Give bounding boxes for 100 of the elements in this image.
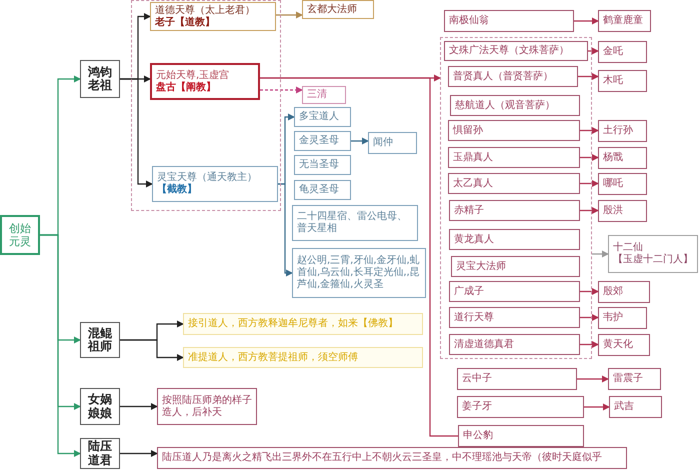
node-label: 接引道人，西方教释迦牟尼尊者，如来【佛教】 <box>188 318 398 330</box>
name-box <box>302 86 346 104</box>
node-label: 老子【道教】 <box>155 16 215 28</box>
node-label: 元始天尊,玉虚宫 <box>156 70 230 82</box>
arrow <box>580 180 599 187</box>
arrow <box>278 183 293 276</box>
node-label: 【玉虚十二门人】 <box>613 254 693 266</box>
arrow <box>580 127 599 134</box>
node-label: 盘古【阐教】 <box>156 82 216 94</box>
node-label: 道行天尊 <box>454 312 494 324</box>
node-label: 殷郊 <box>603 286 623 298</box>
name-box <box>80 388 120 425</box>
arrow <box>351 138 369 144</box>
name-box <box>448 120 580 141</box>
node-label: 太乙真人 <box>453 178 493 190</box>
node-label: 云中子 <box>462 373 492 385</box>
node-label: 混鲲祖师 <box>87 326 113 354</box>
name-box <box>150 2 276 31</box>
arrow <box>120 450 158 457</box>
name-box <box>598 70 647 92</box>
name-box <box>448 147 580 168</box>
node-label: 姜子牙 <box>462 401 492 413</box>
node-label: 鹤童鹿童 <box>603 15 643 27</box>
node-label: 雷震子 <box>613 373 643 385</box>
node-label: 惧留孙 <box>453 124 483 136</box>
name-box <box>608 235 698 273</box>
name-box <box>598 10 651 32</box>
node-label: 南极仙翁 <box>449 15 489 27</box>
node-label: 陆压道人乃是离火之精飞出三界外不在五行中上不朝火云三圣皇，中不理瑶池与天帝（彼时天庭似乎 <box>162 452 602 464</box>
name-box <box>183 313 423 335</box>
name-box <box>457 396 584 418</box>
node-label: 陆压道君 <box>87 440 113 467</box>
arrow <box>40 234 81 457</box>
name-box <box>80 438 120 469</box>
name-box <box>458 425 584 447</box>
node-label: 二十四星宿、雷公电母、普天星相 <box>297 211 408 235</box>
name-box <box>80 322 120 358</box>
arrow <box>580 154 599 161</box>
node-label: 鸿钧老祖 <box>87 66 113 92</box>
name-box <box>449 334 580 355</box>
name-box <box>294 107 351 127</box>
node-label: 闻仲 <box>373 137 393 149</box>
node-label: 文殊广法天尊（文殊菩萨） <box>449 45 569 57</box>
name-box <box>150 63 260 100</box>
name-box <box>608 368 661 390</box>
node-label: 多宝道人 <box>299 111 339 123</box>
node-label: 金灵圣母 <box>299 135 339 147</box>
node-label: 玉鼎真人 <box>453 152 493 164</box>
name-box <box>294 131 351 151</box>
arrow <box>580 314 599 321</box>
name-box <box>598 307 647 329</box>
name-box <box>302 0 374 19</box>
name-box <box>598 120 647 142</box>
arrow <box>578 73 599 80</box>
name-box <box>449 281 580 302</box>
name-box <box>598 334 650 356</box>
name-box <box>152 166 278 202</box>
name-box <box>451 256 580 277</box>
name-box <box>157 388 257 425</box>
name-box <box>598 41 647 63</box>
name-box <box>444 41 588 61</box>
node-label: 十二仙 <box>613 242 643 254</box>
name-box <box>292 205 418 241</box>
name-box <box>368 132 417 154</box>
node-label: 木吒 <box>603 75 623 87</box>
arrow <box>580 288 599 295</box>
name-box <box>157 447 627 469</box>
arrow <box>260 86 303 94</box>
node-label: 土行孙 <box>603 125 633 137</box>
node-label: 按照陆压师弟的样子造人，后补天 <box>162 394 252 418</box>
node-label: 慈航道人（观音菩萨） <box>455 100 555 112</box>
connector-line <box>260 77 458 437</box>
node-label: 女娲娘娘 <box>87 393 113 420</box>
node-label: 黄天化 <box>603 339 633 351</box>
node-label: 无当圣母 <box>299 159 339 171</box>
node-label: 创始元灵 <box>8 222 32 248</box>
name-box <box>598 173 647 195</box>
arrow <box>120 403 158 410</box>
name-box <box>294 180 351 200</box>
node-label: 灵宝大法师 <box>456 260 506 272</box>
node-label: 黄龙真人 <box>454 234 494 246</box>
arrow <box>584 404 610 410</box>
node-label: 准提道人，西方教菩提祖师，须空师傅 <box>188 352 358 364</box>
arrow <box>120 78 153 188</box>
arrow <box>120 339 184 361</box>
node-label: 金吒 <box>603 46 623 58</box>
node-label: 普贤真人（普贤菩萨） <box>453 70 553 82</box>
node-label: 三清 <box>307 89 327 101</box>
node-label: 龟灵圣母 <box>299 184 339 196</box>
node-label: 广成子 <box>454 286 484 298</box>
arrow <box>588 48 599 54</box>
name-box <box>448 66 578 87</box>
name-box <box>444 10 574 32</box>
name-box <box>448 173 580 194</box>
node-label: 【截教】 <box>157 184 197 196</box>
arrow <box>577 376 609 382</box>
node-label: 赵公明,三霄,牙仙,金牙仙,虬首仙,乌云仙,长耳定光仙,,昆芦仙,金箍仙,火灵圣 <box>297 255 421 291</box>
name-box <box>598 147 647 169</box>
name-box <box>598 200 647 222</box>
group-frame <box>440 37 592 359</box>
